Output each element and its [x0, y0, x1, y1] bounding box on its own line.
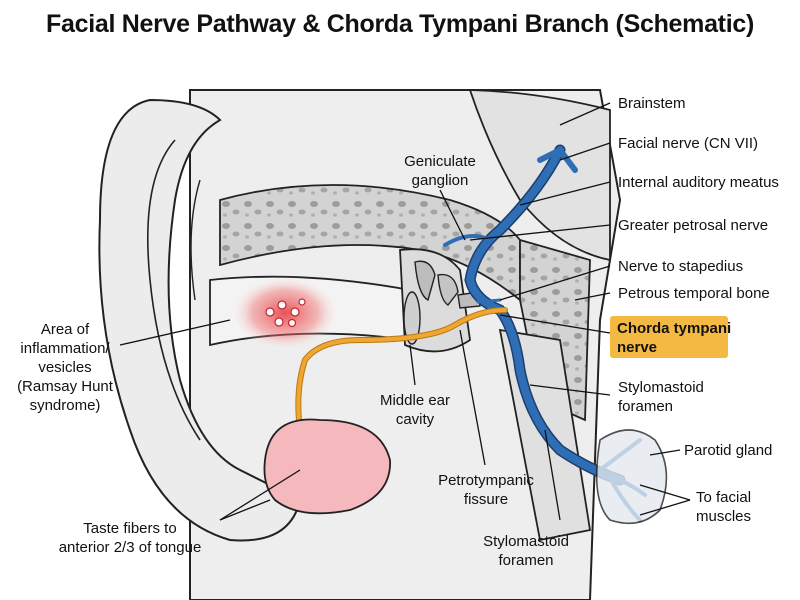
tympanic-membrane — [403, 291, 421, 345]
label-middle-ear-line1: Middle ear — [380, 392, 450, 409]
label-geniculate-line2: ganglion — [412, 172, 469, 189]
vesicle — [277, 300, 287, 310]
label-petrous-temporal-bone: Petrous temporal bone — [618, 285, 770, 302]
label-parotid-gland: Parotid gland — [684, 442, 772, 459]
leader-lines — [119, 102, 691, 521]
vesicle — [290, 307, 300, 317]
label-chorda-tympani-line1: Chorda tympani — [617, 320, 731, 337]
inflammation-area — [230, 275, 340, 351]
vesicle — [298, 298, 306, 306]
label-geniculate-line1: Geniculate — [404, 153, 476, 170]
label-facial-nerve: Facial nerve (CN VII) — [618, 135, 758, 152]
label-petrotympanic-line1: Petrotympanic — [438, 472, 534, 489]
label-middle-ear-line2: cavity — [396, 411, 435, 428]
label-to-facial-muscles-line1: To facial — [696, 489, 751, 506]
label-taste-fibers-line1: Taste fibers to — [83, 520, 176, 537]
label-stylomastoid-bottom-line2: foramen — [498, 552, 553, 569]
label-inflammation-line1: Area of — [41, 321, 90, 338]
label-stylomastoid-bottom-line1: Stylomastoid — [483, 533, 569, 550]
label-inflammation-line3: vesicles — [38, 359, 91, 376]
tongue — [263, 418, 391, 515]
label-petrotympanic-line2: fissure — [464, 491, 508, 508]
label-inflammation-line4: (Ramsay Hunt — [17, 378, 114, 395]
label-brainstem: Brainstem — [618, 95, 686, 112]
middle-ear — [399, 248, 481, 353]
label-greater-petrosal-nerve: Greater petrosal nerve — [618, 217, 768, 234]
nerve-to-stapedius — [476, 298, 502, 304]
label-internal-auditory-meatus: Internal auditory meatus — [618, 174, 779, 191]
vesicle — [274, 317, 284, 327]
label-inflammation-line5: syndrome) — [30, 397, 101, 414]
ossicle-incus — [437, 273, 459, 306]
ossicle-malleus — [414, 260, 436, 302]
label-taste-fibers-line2: anterior 2/3 of tongue — [59, 539, 202, 556]
chorda-tympani-highlight: Chorda tympani nerve — [610, 316, 731, 358]
label-stylomastoid-right-line2: foramen — [618, 398, 673, 415]
label-to-facial-muscles-line2: muscles — [696, 508, 751, 525]
parotid-gland — [595, 429, 668, 525]
label-inflammation-line2: inflammation/ — [20, 340, 110, 357]
external-ear — [98, 98, 302, 542]
vesicle — [265, 307, 275, 317]
diagram-title: Facial Nerve Pathway & Chorda Tympani Br… — [46, 10, 754, 38]
label-chorda-tympani-line2: nerve — [617, 339, 657, 356]
label-nerve-to-stapedius: Nerve to stapedius — [618, 258, 743, 275]
label-stylomastoid-right-line1: Stylomastoid — [618, 379, 704, 396]
vesicle — [287, 318, 297, 328]
